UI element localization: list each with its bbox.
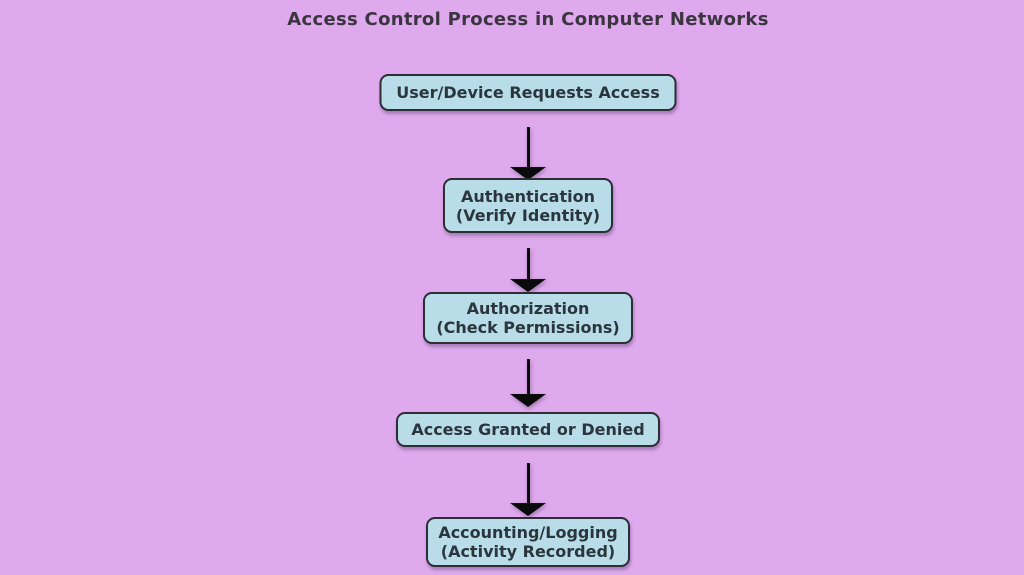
arrow-head-down-icon [510, 394, 546, 407]
arrow-shaft [526, 248, 530, 279]
node-authorization: Authorization (Check Permissions) [423, 292, 633, 344]
flow-arrow-authentication-to-authorization [510, 248, 546, 292]
node-authentication: Authentication (Verify Identity) [443, 178, 613, 233]
node-sublabel: (Activity Recorded) [440, 542, 616, 561]
flow-arrow-authorization-to-decision [510, 359, 546, 407]
node-label: Authorization [466, 299, 590, 318]
arrow-shaft [526, 127, 530, 167]
flow-arrow-decision-to-accounting [510, 463, 546, 516]
node-label: Access Granted or Denied [411, 420, 645, 439]
arrow-head-down-icon [510, 279, 546, 292]
node-sublabel: (Verify Identity) [455, 205, 601, 225]
node-accounting-logging: Accounting/Logging (Activity Recorded) [426, 517, 630, 567]
diagram-title: Access Control Process in Computer Netwo… [287, 9, 769, 30]
node-label: Accounting/Logging [438, 523, 618, 542]
arrow-head-down-icon [510, 167, 546, 180]
arrow-shaft [526, 359, 530, 394]
flow-arrow-request-to-authentication [510, 127, 546, 180]
node-label: Authentication [461, 186, 595, 206]
arrow-head-down-icon [510, 503, 546, 516]
node-sublabel: (Check Permissions) [436, 318, 620, 337]
arrow-shaft [526, 463, 530, 503]
node-access-decision: Access Granted or Denied [396, 412, 660, 447]
node-request-access: User/Device Requests Access [379, 74, 677, 111]
node-label: User/Device Requests Access [396, 83, 660, 102]
